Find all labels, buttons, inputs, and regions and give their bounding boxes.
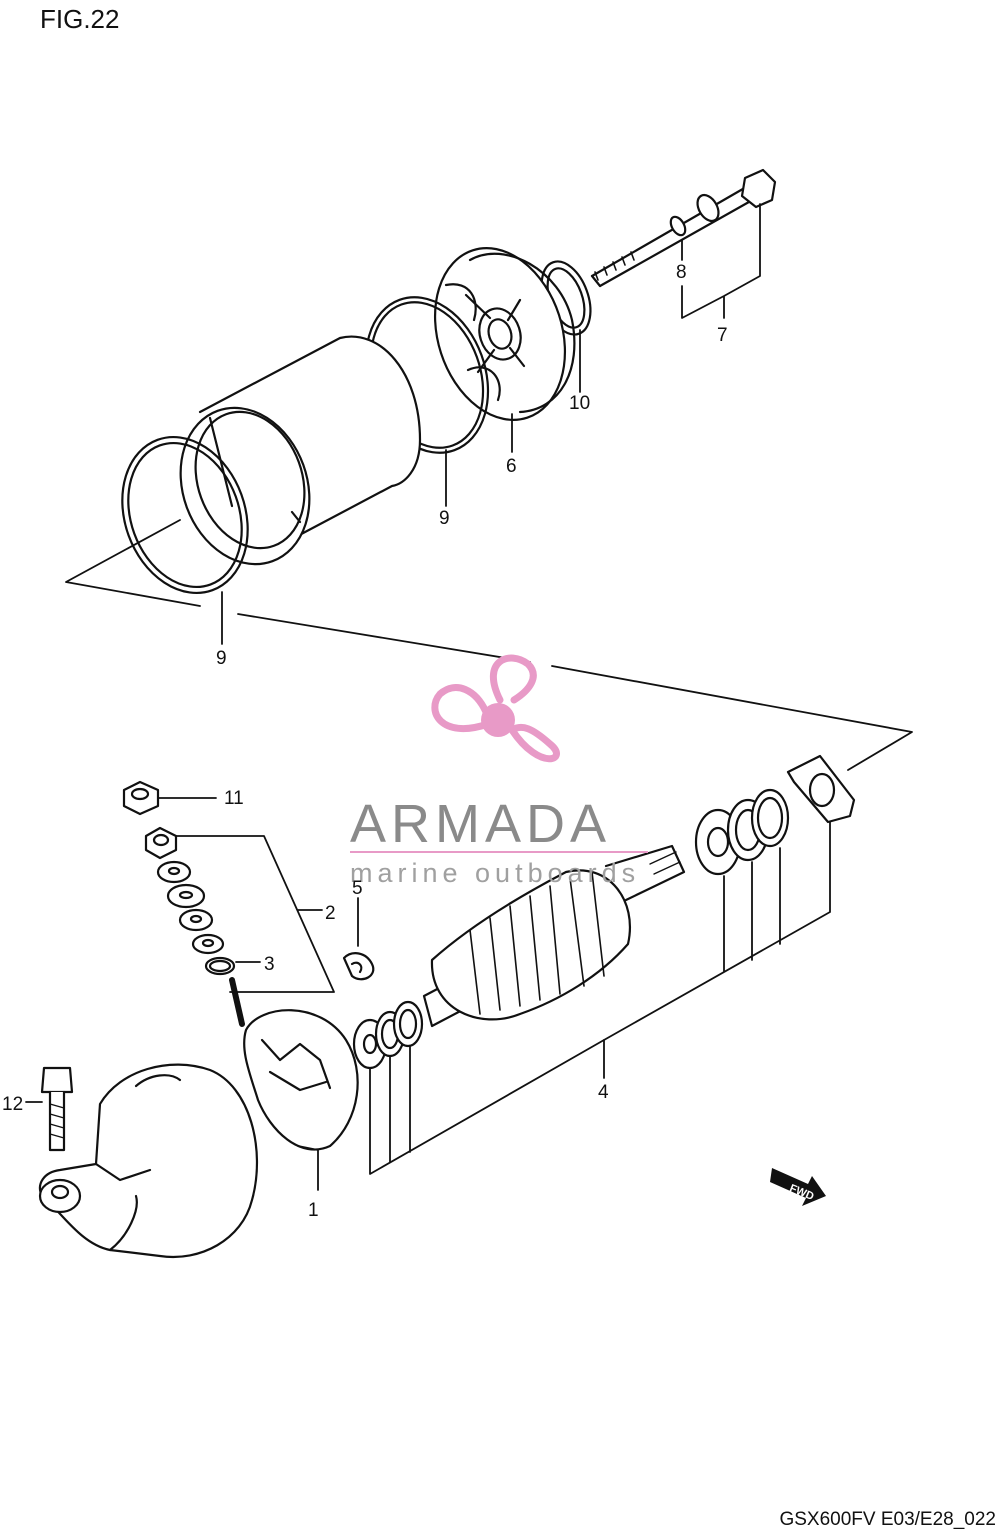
washer-set-part-right: [603, 754, 856, 1041]
propeller-logo-icon: [431, 654, 560, 763]
housing-bolt-part: [25, 1066, 74, 1152]
watermark-tagline: marine outboards: [350, 858, 640, 888]
through-bolt-part: [590, 168, 777, 288]
callout-8: 8: [676, 262, 687, 283]
callouts: 8 7 10 6 9 9 11 5 2 3 4 12 1: [2, 262, 728, 1221]
callout-9-upper: 9: [439, 508, 450, 529]
end-housing-part: [38, 1063, 259, 1259]
forward-arrow-icon: FWD: [770, 1168, 826, 1206]
figure-title: FIG.22: [40, 4, 120, 34]
callout-9-lower: 9: [216, 648, 227, 669]
callout-7: 7: [717, 325, 728, 346]
watermark-brand: ARMADA: [350, 794, 611, 854]
armature-part: [422, 844, 686, 1028]
end-cover-part: [433, 247, 576, 421]
watermark: ARMADA marine outboards: [350, 654, 648, 888]
callout-11: 11: [224, 788, 244, 809]
washer-stack-part-2: [144, 826, 225, 955]
callout-10: 10: [569, 393, 590, 414]
callout-3: 3: [264, 954, 275, 975]
callout-6: 6: [506, 456, 517, 477]
washer-part-3: [204, 956, 236, 976]
yoke-housing-part: [179, 335, 422, 566]
o-ring-part-9-lower: [121, 435, 249, 595]
brush-spring-part: [342, 897, 375, 981]
callout-4: 4: [598, 1082, 609, 1103]
nut-part-11: [122, 780, 160, 816]
shaft-washers-part: [352, 1000, 605, 1175]
callout-12: 12: [2, 1094, 23, 1115]
callout-1: 1: [308, 1200, 319, 1221]
brush-holder-part: [229, 977, 359, 1191]
callout-5: 5: [352, 878, 363, 899]
callout-2: 2: [325, 903, 336, 924]
diagram-code: GSX600FV E03/E28_022: [779, 1509, 996, 1530]
